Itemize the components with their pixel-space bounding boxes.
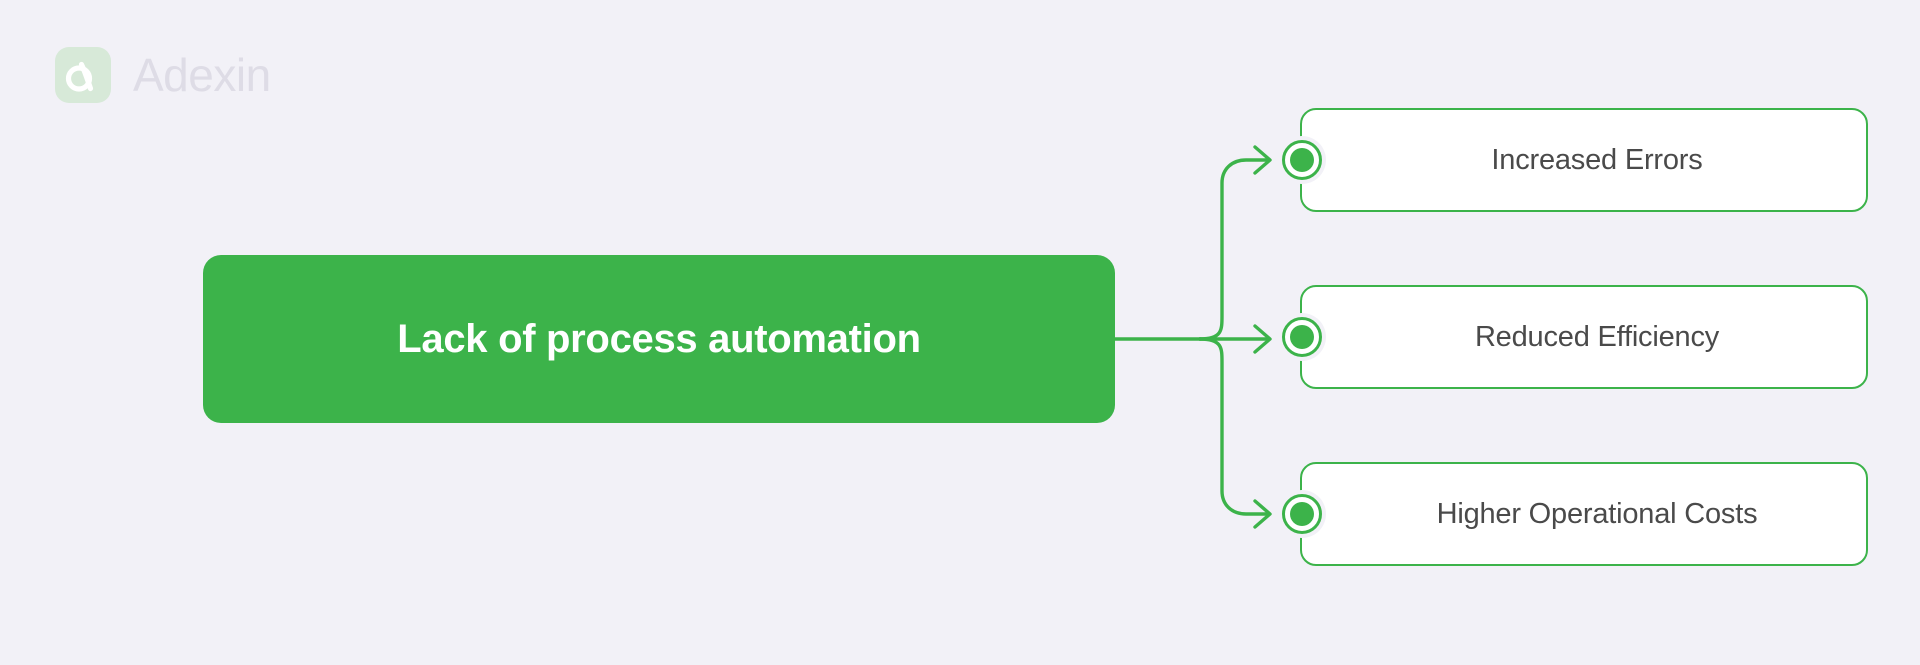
outcome-card[interactable]: Reduced Efficiency xyxy=(1278,285,1868,389)
outcome-card[interactable]: Higher Operational Costs xyxy=(1278,462,1868,566)
node-dot-icon xyxy=(1278,136,1326,184)
outcome-card-label: Higher Operational Costs xyxy=(1436,497,1758,530)
node-dot-icon xyxy=(1278,490,1326,538)
central-node[interactable]: Lack of process automation xyxy=(203,255,1115,423)
brand-name: Adexin xyxy=(133,49,271,101)
brand-logo: Adexin xyxy=(55,47,271,103)
outcome-card-label: Increased Errors xyxy=(1491,143,1703,176)
outcome-card-label: Reduced Efficiency xyxy=(1474,320,1720,353)
central-node-label: Lack of process automation xyxy=(397,317,921,361)
outcome-card[interactable]: Increased Errors xyxy=(1278,108,1868,212)
node-dot-icon xyxy=(1278,313,1326,361)
adexin-logomark-icon xyxy=(55,47,111,103)
